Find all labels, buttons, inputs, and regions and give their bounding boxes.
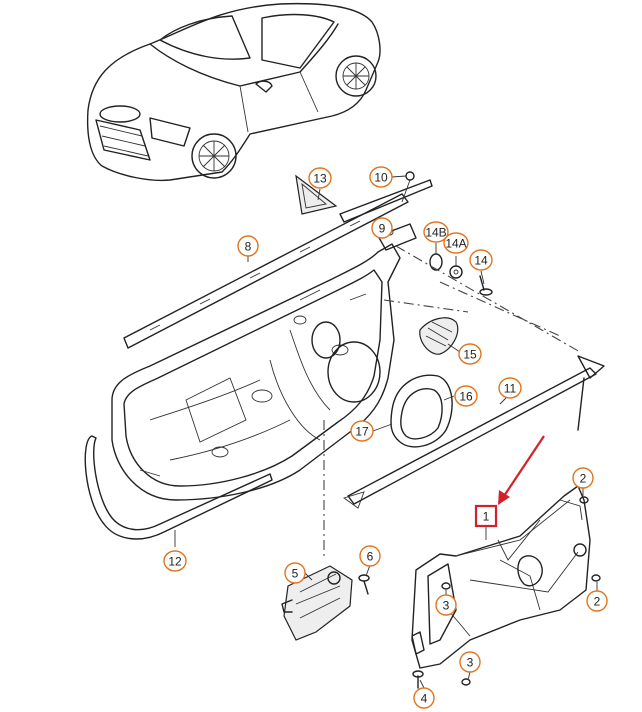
callout-c9: 9 [371,217,393,239]
callout-c13: 13 [308,167,332,189]
assembly-line-grille [383,299,469,313]
callout-number: 15 [463,348,477,362]
door-frame [111,243,401,501]
assembly-line-grommet [439,281,561,337]
speaker-grille-15 [419,317,459,355]
callout-ring [413,687,435,709]
callout-c4: 4 [413,687,435,709]
seal-strip-8 [123,193,409,349]
callout-number: 13 [313,172,327,186]
speaker-seal-16 [390,374,453,448]
callout-c16: 16 [454,385,478,407]
callout-number: 16 [459,390,473,404]
callout-number: 12 [168,555,182,569]
callout-c5: 5 [284,562,306,584]
callout-c10: 10 [369,166,393,188]
callout-c15: 15 [458,343,482,365]
leader-lines [174,175,598,689]
window-channel-11 [342,355,605,509]
callout-ring [350,420,374,442]
highlight-arrow [498,435,545,505]
callout-number: 4 [421,692,428,706]
window-motor-5 [281,565,353,641]
callout-number: 8 [245,240,252,254]
callout-ring [572,467,594,489]
callout-c11: 11 [498,377,522,399]
callout-ring [308,167,332,189]
callout-number: 5 [292,567,299,581]
callout-c1: 1 [474,504,498,528]
callout-number: 14A [445,237,466,251]
callout-ring [369,166,393,188]
callout-number: 14 [474,254,488,268]
callout-ring [435,594,457,616]
callout-number: 3 [467,656,474,670]
callout-c12: 12 [163,550,187,572]
callout-c14: 14 [469,249,493,271]
callout-c3a: 3 [435,594,457,616]
callout-number: 11 [504,382,517,396]
bolt-6 [358,574,370,595]
callout-number: 2 [594,595,601,609]
callout-c2b: 2 [586,590,608,612]
callout-number: 2 [580,472,587,486]
callout-number: 1 [483,510,490,524]
callout-c2a: 2 [572,467,594,489]
callout-number: 9 [379,222,386,236]
callout-number: 6 [367,550,374,564]
callout-ring [359,545,381,567]
callout-number: 10 [374,171,388,185]
window-regulator-1 [411,485,591,669]
callout-c17: 17 [350,420,374,442]
lower-seal-12 [84,435,273,540]
callout-ring [237,235,259,257]
callout-c8: 8 [237,235,259,257]
callout-box [474,504,498,528]
callout-ring [498,377,522,399]
callout-ring [469,249,493,271]
callout-number: 14B [425,226,446,240]
car-illustration [86,2,381,182]
callout-ring [586,590,608,612]
callout-ring [459,651,481,673]
assembly-line-bolt [395,245,581,353]
callout-c14b: 14B [423,221,449,243]
callout-c3b: 3 [459,651,481,673]
callout-ring [458,343,482,365]
callout-c6: 6 [359,545,381,567]
callout-ring [163,550,187,572]
callout-ring [443,232,469,254]
callout-c14a: 14A [443,232,469,254]
bolts-2-3-4 [412,496,601,689]
callout-number: 3 [443,599,450,613]
mirror-trim-13 [295,174,338,215]
callout-ring [454,385,478,407]
callout-ring [423,221,449,243]
callout-ring [371,217,393,239]
callout-number: 17 [355,425,369,439]
callout-ring [284,562,306,584]
